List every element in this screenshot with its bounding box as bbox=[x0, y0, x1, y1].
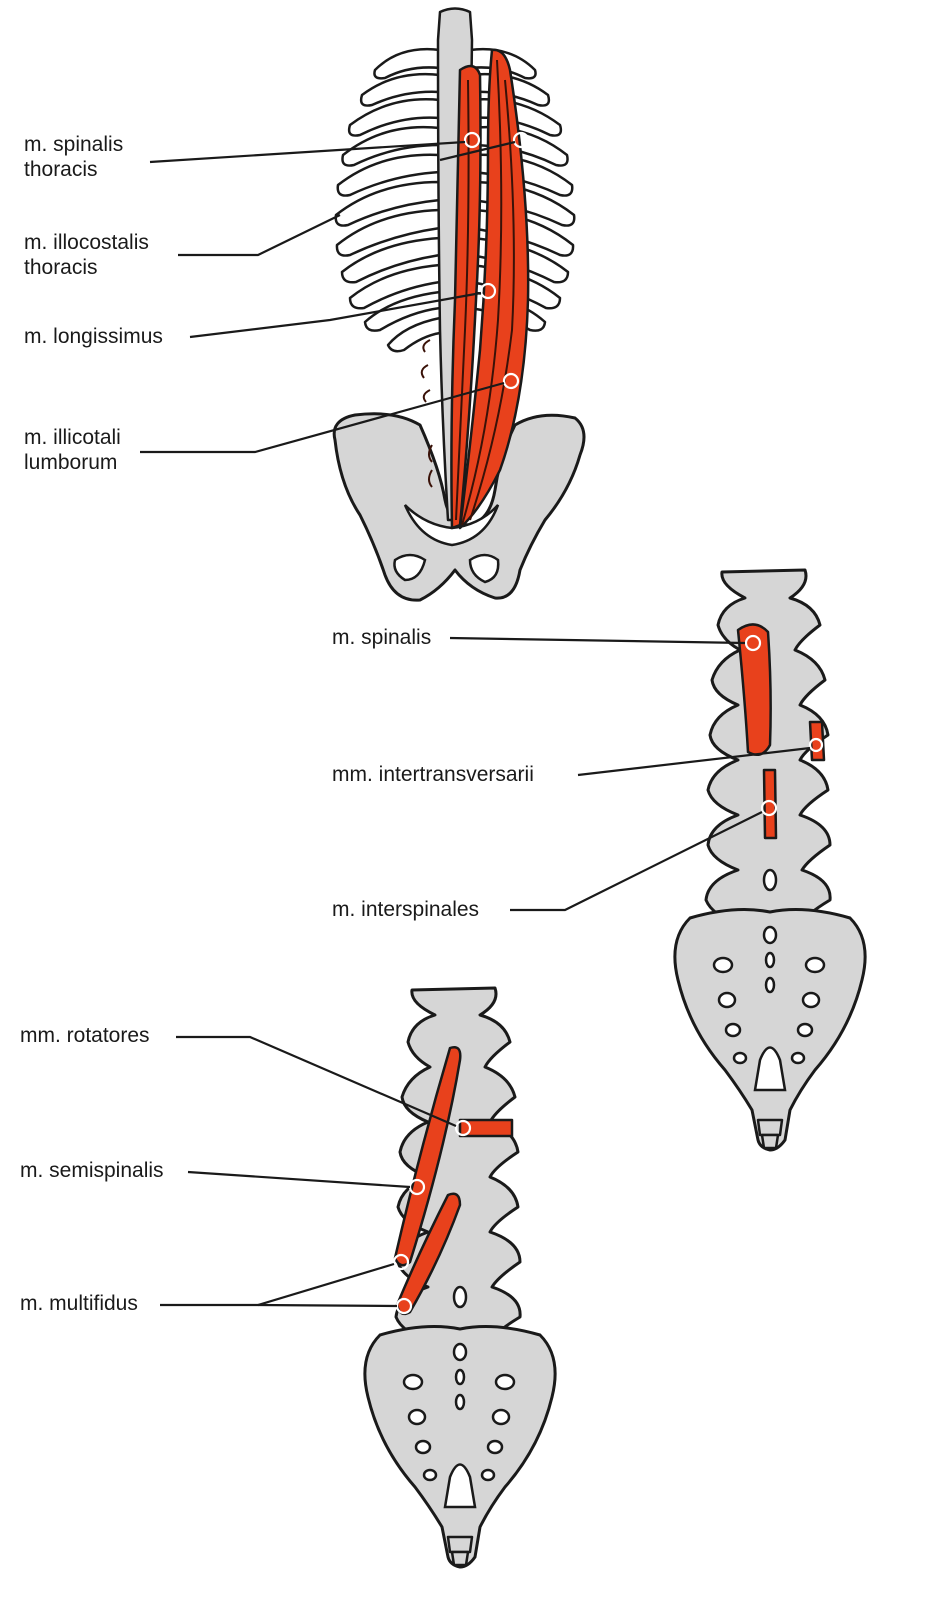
muscle-multifidus bbox=[395, 1192, 462, 1316]
label-rotatores: mm. rotatores bbox=[20, 1023, 150, 1048]
label-line: m. spinalis bbox=[24, 133, 124, 156]
leader-intertransversarii bbox=[577, 746, 811, 777]
middle-sacrum bbox=[673, 908, 867, 1152]
marker-spinalis-thoracis-right bbox=[512, 131, 530, 149]
label-line: m. semispinalis bbox=[20, 1159, 164, 1182]
label-line: thoracis bbox=[24, 256, 98, 279]
muscle-semispinalis bbox=[393, 1046, 462, 1267]
vertebral-notches bbox=[420, 339, 433, 488]
label-spinalis: m. spinalis bbox=[332, 625, 431, 650]
label-interspinales: m. interspinales bbox=[332, 897, 479, 922]
leader-spinalis-thoracis bbox=[149, 140, 466, 164]
label-line: m. multifidus bbox=[20, 1292, 138, 1315]
middle-coccyx bbox=[756, 1118, 784, 1150]
label-iliocostalis-thoracis: m. illocostalis thoracis bbox=[24, 230, 149, 280]
marker-longissimus bbox=[479, 282, 497, 300]
marker-intertransversarii bbox=[808, 737, 824, 753]
muscle-fibers-top bbox=[455, 59, 515, 526]
label-line: m. illicotali bbox=[24, 426, 121, 449]
label-line: mm. intertransversarii bbox=[332, 763, 534, 786]
pelvis-foramen-left bbox=[393, 553, 427, 582]
marker-rotatores bbox=[454, 1119, 472, 1137]
ribs-left bbox=[334, 48, 442, 353]
top-figure-skeleton bbox=[140, 7, 586, 602]
label-intertransversarii: mm. intertransversarii bbox=[332, 762, 534, 787]
bottom-coccyx bbox=[446, 1535, 474, 1567]
leader-rotatores bbox=[176, 1035, 457, 1128]
leader-iliocostalis-thoracis bbox=[178, 214, 341, 257]
bottom-figure-skeleton bbox=[160, 986, 557, 1569]
leader-multifidus-b bbox=[257, 1303, 398, 1308]
marker-interspinales bbox=[760, 799, 778, 817]
marker-multifidus-upper bbox=[392, 1253, 410, 1271]
label-line: m. longissimus bbox=[24, 325, 163, 348]
leader-iliocostalis-lumborum bbox=[140, 381, 505, 454]
bottom-sacrum bbox=[363, 1325, 557, 1569]
marker-iliocostalis-lumborum bbox=[502, 372, 520, 390]
middle-sacral-foramina bbox=[712, 868, 826, 1092]
leader-multifidus-a bbox=[160, 1262, 395, 1307]
leader-semispinalis bbox=[187, 1170, 411, 1189]
label-longissimus: m. longissimus bbox=[24, 324, 163, 349]
label-semispinalis: m. semispinalis bbox=[20, 1158, 164, 1183]
muscle-interspinales bbox=[762, 768, 778, 840]
leader-longissimus bbox=[189, 291, 482, 339]
bottom-sacral-foramina bbox=[402, 1285, 516, 1509]
label-line: m. spinalis bbox=[332, 626, 432, 649]
label-line: m. interspinales bbox=[332, 898, 480, 921]
leader-spinalis bbox=[449, 636, 746, 645]
label-line: lumborum bbox=[24, 451, 118, 474]
label-iliocostalis-lumborum: m. illicotali lumborum bbox=[24, 425, 121, 475]
label-line: thoracis bbox=[24, 158, 98, 181]
leader-interspinales bbox=[510, 811, 763, 912]
pelvic-inlet bbox=[403, 504, 500, 547]
label-line: mm. rotatores bbox=[20, 1024, 150, 1047]
marker-spinalis-thoracis-left bbox=[463, 131, 481, 149]
middle-figure-skeleton bbox=[449, 568, 867, 1152]
label-multifidus: m. multifidus bbox=[20, 1291, 138, 1316]
label-line: m. illocostalis bbox=[24, 231, 149, 254]
leader-spinalis-thoracis-2 bbox=[439, 140, 516, 162]
pelvis bbox=[332, 412, 586, 602]
label-spinalis-thoracis: m. spinalis thoracis bbox=[24, 132, 123, 182]
marker-spinalis bbox=[744, 634, 762, 652]
pelvis-foramen-right bbox=[468, 553, 500, 584]
muscle-spinalis bbox=[736, 623, 772, 757]
muscle-rotatores bbox=[458, 1118, 514, 1138]
